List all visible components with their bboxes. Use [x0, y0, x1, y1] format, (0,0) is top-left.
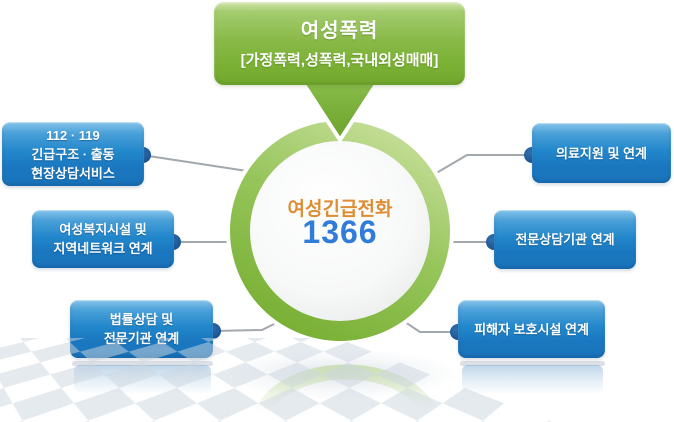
- source-box-title: 여성폭력: [214, 14, 465, 43]
- node-line: 전문기관 연계: [104, 329, 179, 348]
- node-line: 법률상담 및: [110, 310, 173, 329]
- node-line: 현장상담서비스: [31, 164, 115, 183]
- connector-line-left-1: [142, 155, 247, 171]
- service-box-counseling-agency: 전문상담기관 연계: [494, 210, 636, 269]
- node-line: 의료지원 및 연계: [556, 144, 647, 163]
- node-line: 여성복지시설 및: [59, 220, 146, 239]
- service-box-welfare-network: 여성복지시설 및 지역네트워크 연계: [32, 210, 174, 268]
- service-box-medical-support: 의료지원 및 연계: [532, 123, 671, 183]
- hotline-number: 1366: [240, 214, 440, 251]
- node-line: 전문상담기관 연계: [515, 230, 614, 249]
- node-line: 112 · 119: [46, 126, 100, 145]
- service-box-legal-counsel: 법률상담 및 전문기관 연계: [70, 300, 213, 358]
- node-line: 긴급구조 · 출동: [31, 145, 114, 164]
- violence-source-box: 여성폭력 [가정폭력,성폭력,국내외성매매]: [214, 2, 465, 85]
- service-box-victim-shelter: 피해자 보호시설 연계: [458, 300, 605, 358]
- connector-line-right-1: [433, 155, 533, 175]
- source-box-subtitle: [가정폭력,성폭력,국내외성매매]: [214, 49, 465, 70]
- node-line: 지역네트워크 연계: [53, 239, 152, 258]
- service-box-emergency-rescue: 112 · 119 긴급구조 · 출동 현장상담서비스: [2, 122, 144, 186]
- node-line: 피해자 보호시설 연계: [474, 320, 589, 339]
